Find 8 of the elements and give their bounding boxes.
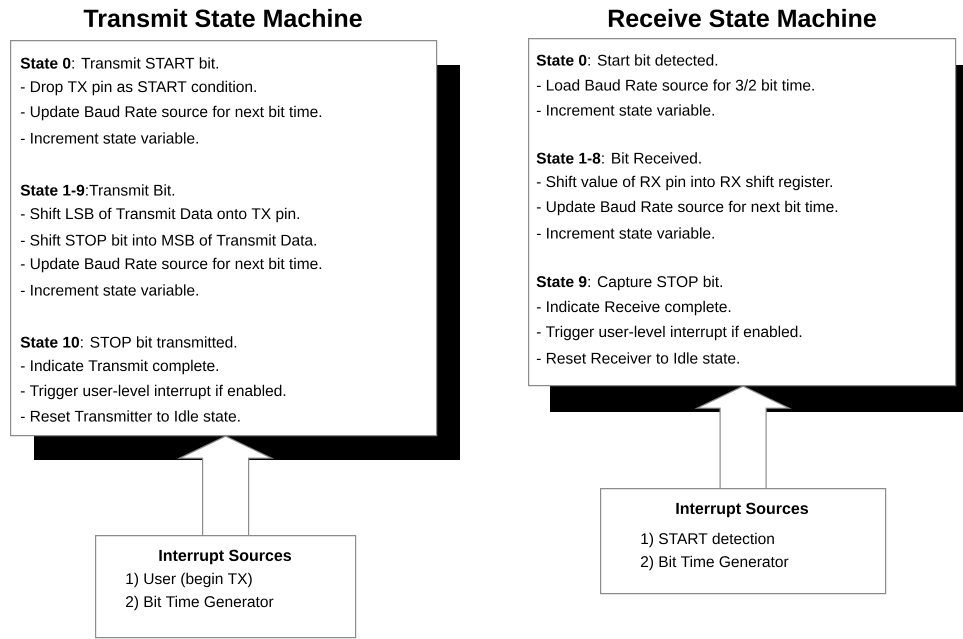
heading: Receive State Machine: [608, 8, 876, 28]
heading: Transmit State Machine: [84, 8, 362, 28]
interrupt-sources-box: Interrupt Sources 1) User (begin TX) 2) Bit Time Generator: [95, 535, 356, 638]
interrupt-sources-box: Interrupt Sources 1) START detection 2) Bit Time Generator: [600, 488, 886, 594]
block-arrow: [176, 436, 274, 536]
state-machine-box: State 0: Start bit detected. - Load Baud Rate source for 3/2 bit time. - Increment state variable. State 1-8: Bit Received. - Shift value of RX pin into RX shift register. - Update Baud Rate source for next bit time. - Increment state variable. State 9: Capture STOP bit. - Indicate Receive complete. - Trigger user-level interrupt if enabled. - Reset Receiver to Idle state.: [528, 38, 963, 412]
block-arrow: [694, 386, 792, 489]
state-machine-box: State 0: Transmit START bit. - Drop TX pin as START condition. - Update Baud Rate source for next bit time. - Increment state variable. State 1-9:Transmit Bit. - Shift LSB of Transmit Data onto TX pin. - Shift STOP bit into MSB of Transmit Data. - Update Baud Rate source for next bit time. - Increment state variable. State 10: STOP bit transmitted. - Indicate Transmit complete. - Trigger user-level interrupt if enabled. - Reset Transmitter to Idle state.: [10, 40, 460, 460]
